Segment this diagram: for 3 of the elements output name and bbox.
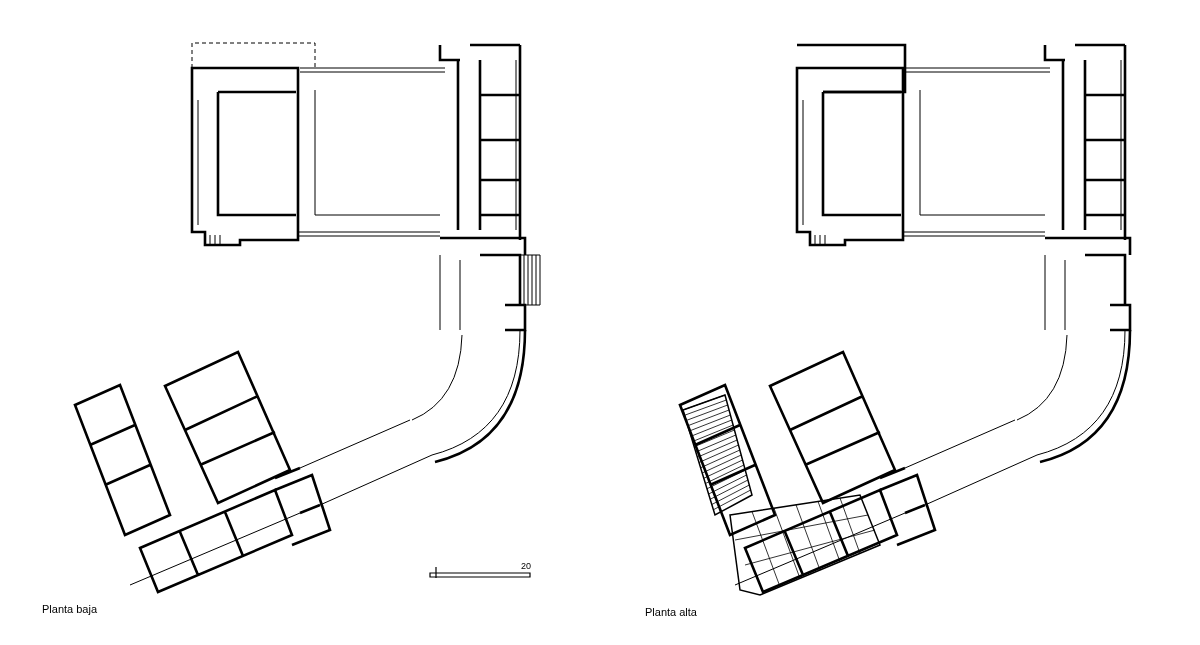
scale-label: 20: [521, 561, 531, 571]
plan-caption: Planta baja: [42, 603, 98, 615]
plan-caption: Planta alta: [645, 606, 697, 618]
